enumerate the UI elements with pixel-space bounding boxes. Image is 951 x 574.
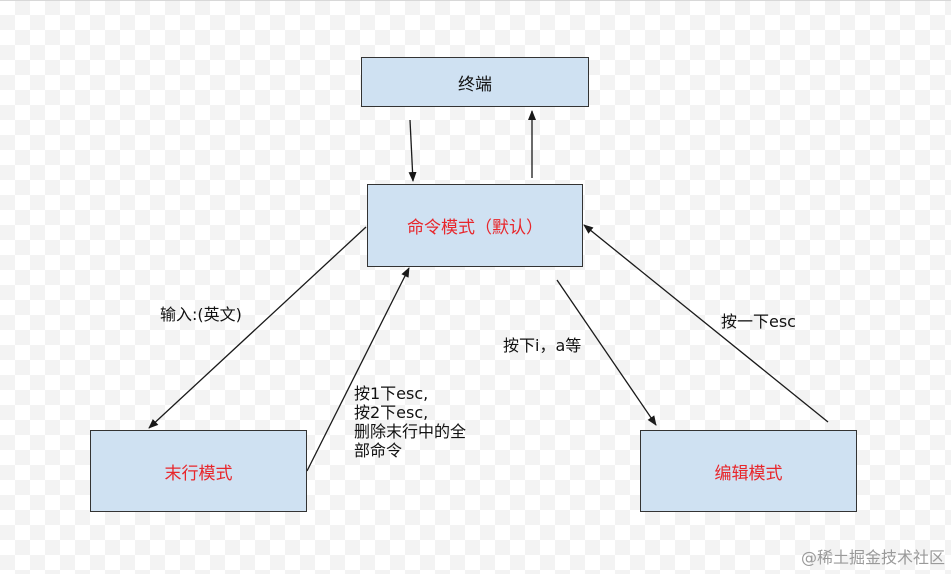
edge-last-line-to-command <box>306 267 410 472</box>
node-terminal: 终端 <box>361 57 589 107</box>
edge-label-last-line-to-command: 按1下esc, 按2下esc, 删除末行中的全 部命令 <box>354 384 467 460</box>
node-edit-mode-label: 编辑模式 <box>714 463 783 484</box>
edge-label-to-edit: 按下i，a等 <box>503 336 582 355</box>
node-command-mode: 命令模式（默认） <box>367 184 583 267</box>
edge-command-to-last-line <box>148 226 367 429</box>
edge-label-to-last-line: 输入:(英文) <box>160 305 242 324</box>
node-edit-mode: 编辑模式 <box>640 430 857 512</box>
edge-terminal-to-command <box>408 119 417 182</box>
node-terminal-label: 终端 <box>458 74 492 95</box>
node-last-line-mode: 末行模式 <box>90 430 307 512</box>
edge-label-edit-to-command: 按一下esc <box>721 312 796 331</box>
node-command-mode-label: 命令模式（默认） <box>407 218 543 238</box>
node-last-line-mode-label: 末行模式 <box>164 463 233 484</box>
watermark: @稀土掘金技术社区 <box>800 548 945 567</box>
edge-edit-to-command <box>583 224 829 423</box>
edge-command-to-edit <box>556 279 657 426</box>
